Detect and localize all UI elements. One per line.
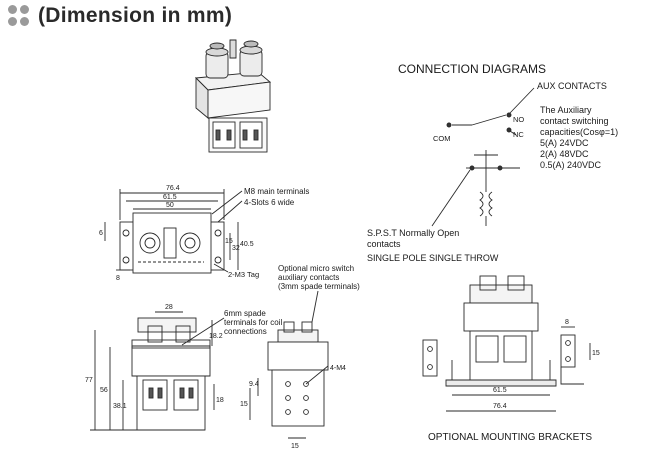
m8-callout: M8 main terminals — [244, 187, 309, 196]
contactor-isometric — [195, 39, 272, 153]
dim-label: 15 — [592, 350, 600, 357]
com-label: COM — [433, 134, 451, 143]
slots-callout: 4-Slots 6 wide — [244, 198, 295, 207]
aux-desc-line: 5(A) 24VDC — [540, 138, 589, 148]
micro-switch-callout: auxiliary contacts — [278, 273, 339, 282]
no-label: NO — [513, 115, 524, 124]
aux-desc-line: capacities(Cosφ=1) — [540, 127, 618, 137]
dim-label: 40.5 — [240, 241, 254, 248]
coil-terminal-callout: 6mm spade — [224, 309, 266, 318]
bracket-drawing — [422, 275, 591, 412]
aux-contacts-label: AUX CONTACTS — [537, 81, 607, 91]
micro-switch-callout: (3mm spade terminals) — [278, 282, 360, 291]
aux-desc-line: 0.5(A) 240VDC — [540, 160, 602, 170]
coil-terminal-callout: terminals for coil — [224, 318, 282, 327]
dim-label: 61.5 — [493, 387, 507, 394]
dim-label: 15 — [240, 401, 248, 408]
dim-label: 8 — [565, 319, 569, 326]
m3-callout: 2-M3 Tag — [228, 270, 259, 279]
dim-label: 15 — [291, 443, 299, 450]
dim-label: 4-M4 — [330, 365, 346, 372]
dim-label: 61.5 — [163, 194, 177, 201]
connection-schematic — [431, 87, 535, 227]
dim-label: 77 — [85, 377, 93, 384]
dim-label: 18 — [216, 397, 224, 404]
dim-label: 32 — [232, 245, 240, 252]
dim-label: 28 — [165, 304, 173, 311]
nc-label: NC — [513, 130, 524, 139]
dim-label: 38.1 — [113, 403, 127, 410]
single-pole-label: SINGLE POLE SINGLE THROW — [367, 253, 499, 263]
dim-label: 50 — [166, 202, 174, 209]
end-view-drawing — [249, 290, 329, 439]
aux-desc-line: contact switching — [540, 116, 609, 126]
micro-switch-callout: Optional micro switch — [278, 264, 354, 273]
dim-label: 56 — [100, 387, 108, 394]
dim-label: 76.4 — [493, 403, 507, 410]
dim-label: 15 — [225, 238, 233, 245]
side-view-drawing — [90, 311, 225, 431]
dim-label: 9.4 — [249, 381, 259, 388]
top-view-drawing — [104, 189, 243, 274]
four-dots-icon — [8, 5, 30, 27]
dim-label: 8 — [116, 275, 120, 282]
dim-label: 76.4 — [166, 185, 180, 192]
connection-title: CONNECTION DIAGRAMS — [398, 62, 546, 76]
aux-desc-line: 2(A) 48VDC — [540, 149, 589, 159]
section-heading: (Dimension in mm) — [8, 4, 232, 28]
coil-terminal-callout: connections — [224, 327, 267, 336]
aux-desc-line: The Auxiliary — [540, 105, 592, 115]
dim-label: 18.2 — [209, 333, 223, 340]
dim-label: 6 — [99, 230, 103, 237]
spst-label: S.P.S.T Normally Open — [367, 228, 459, 238]
spst-label: contacts — [367, 239, 401, 249]
heading-text: (Dimension in mm) — [38, 4, 233, 27]
bracket-label: OPTIONAL MOUNTING BRACKETS — [428, 432, 592, 443]
